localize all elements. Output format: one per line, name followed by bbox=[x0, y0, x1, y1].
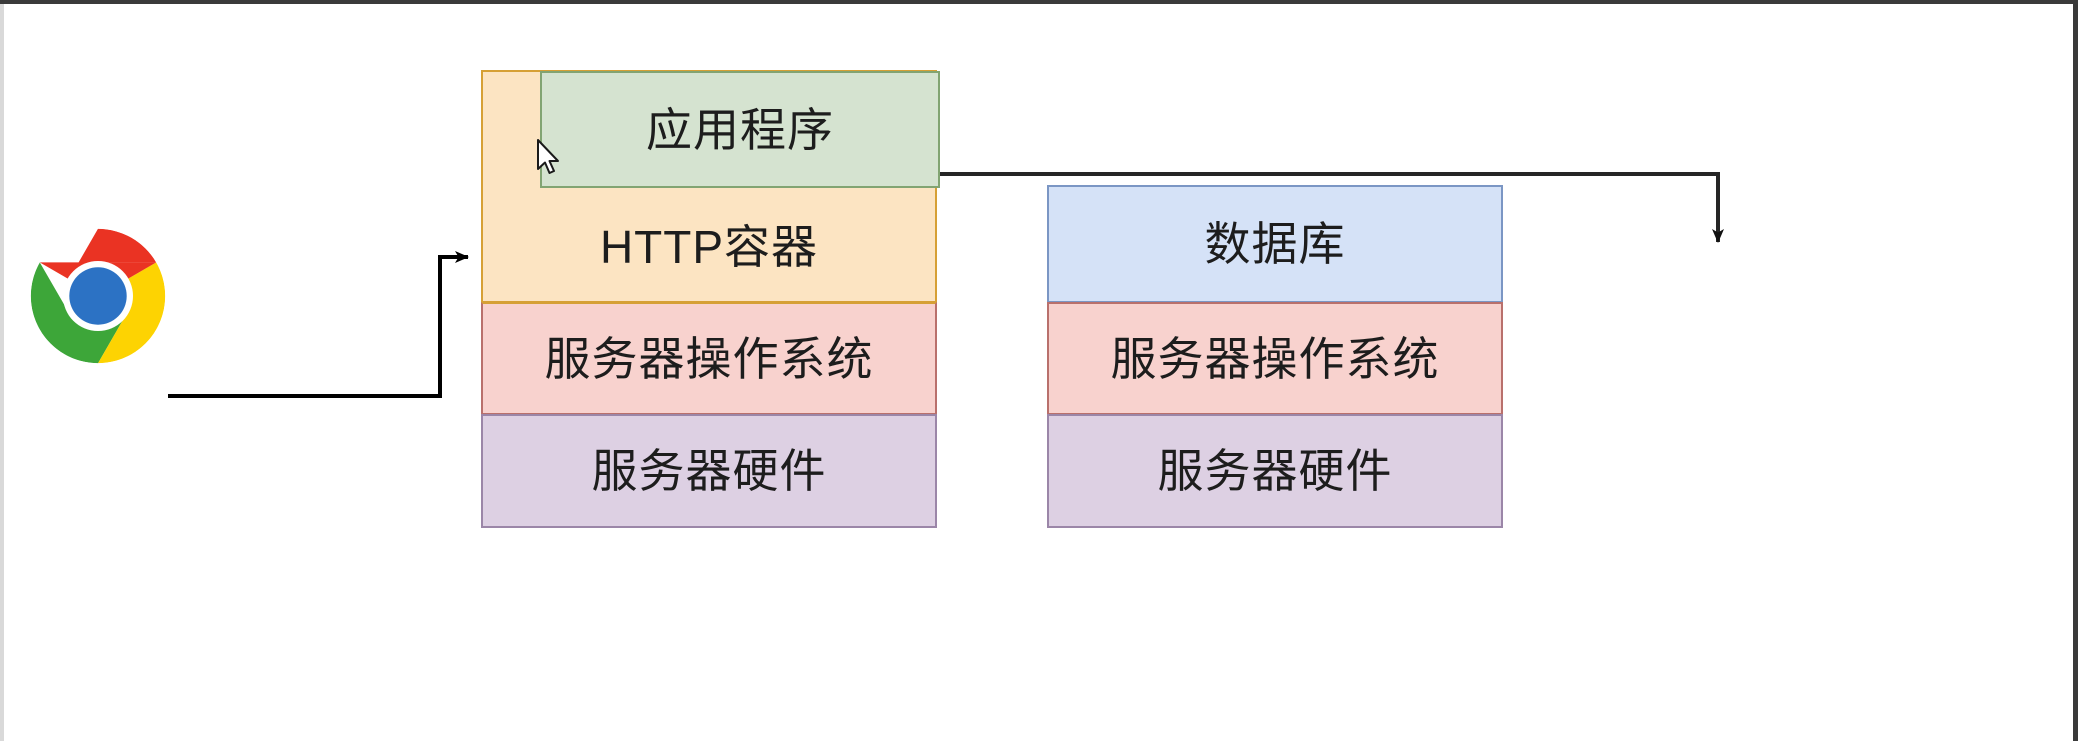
server-hardware-label-right: 服务器硬件 bbox=[1157, 445, 1393, 497]
server-os-label-right: 服务器操作系统 bbox=[1110, 332, 1440, 385]
application-label: 应用程序 bbox=[646, 103, 834, 156]
database-box[interactable]: 数据库 bbox=[1047, 185, 1503, 303]
http-container-label: HTTP容器 bbox=[599, 221, 819, 273]
viewport-left-border bbox=[0, 0, 4, 741]
chrome-logo-icon[interactable] bbox=[28, 226, 168, 366]
server-hardware-box-right[interactable]: 服务器硬件 bbox=[1047, 414, 1503, 528]
server-os-label-left: 服务器操作系统 bbox=[544, 332, 874, 385]
server-os-box-right[interactable]: 服务器操作系统 bbox=[1047, 302, 1503, 415]
application-box[interactable]: 应用程序 bbox=[540, 71, 940, 188]
viewport-right-border bbox=[2073, 0, 2078, 741]
http-container-box[interactable]: 应用程序 HTTP容器 bbox=[481, 70, 940, 303]
connector-browser-to-server bbox=[168, 251, 469, 398]
viewport-top-border bbox=[0, 0, 2078, 4]
server-os-box-left[interactable]: 服务器操作系统 bbox=[481, 302, 937, 415]
database-label: 数据库 bbox=[1204, 218, 1346, 270]
mouse-pointer-icon bbox=[536, 139, 562, 177]
server-hardware-label-left: 服务器硬件 bbox=[591, 445, 827, 497]
server-hardware-box-left[interactable]: 服务器硬件 bbox=[481, 414, 937, 528]
